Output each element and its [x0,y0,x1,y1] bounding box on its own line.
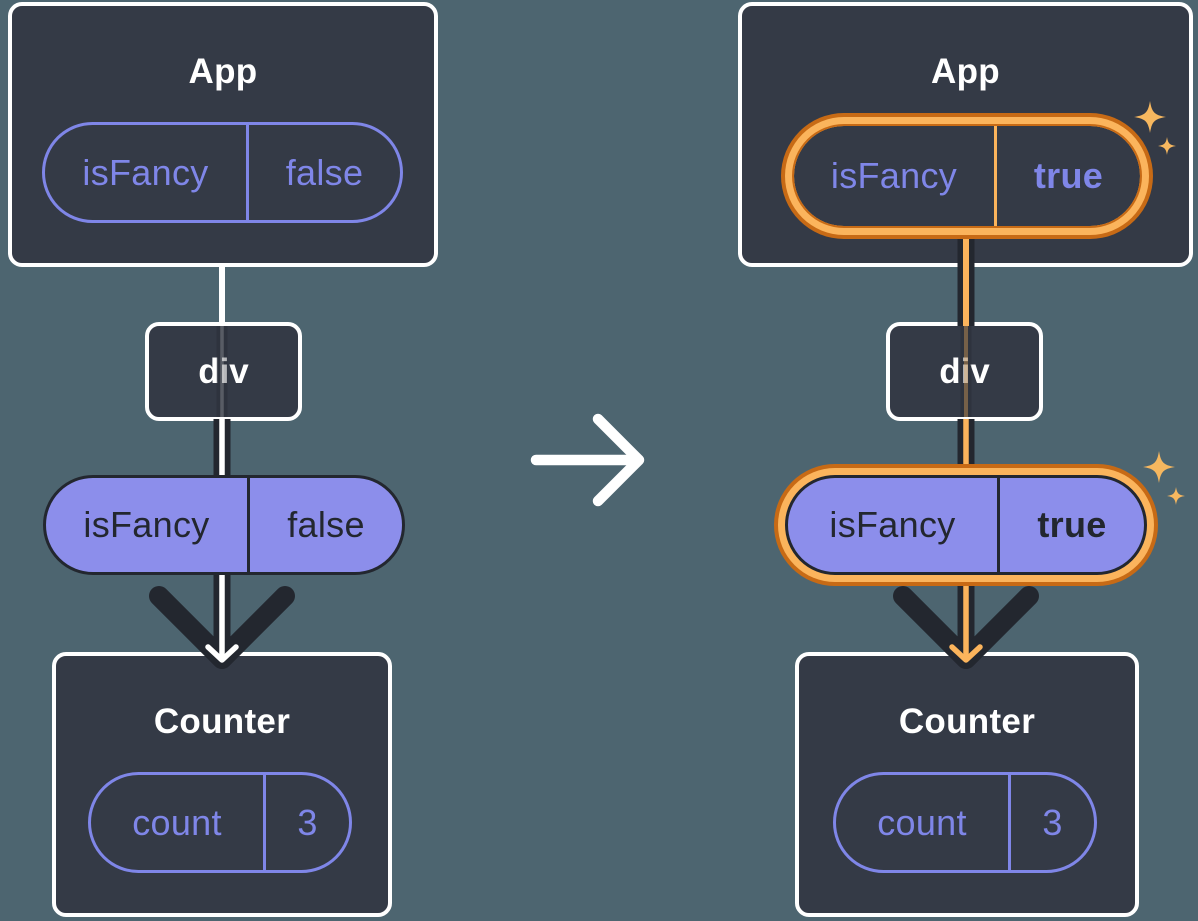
app-title-after: App [931,52,1000,91]
prop-value-label: true [1033,155,1104,196]
counter-title-before: Counter [153,702,291,741]
pill-divider [246,125,249,220]
prop-name-label: isFancy [82,151,209,193]
prop-name-label: isFancy [829,504,956,545]
app-component-box-after: App [738,2,1193,267]
sparkle-small [1167,487,1185,505]
pill-divider [997,478,1000,572]
pill-divider [994,126,997,226]
counter-state-pill-before: count 3 [88,772,352,873]
counter-state-pill-after: count 3 [833,772,1097,873]
passed-prop-pill-after: isFancy true [785,475,1147,575]
counter-title-after: Counter [898,702,1036,741]
div-label-after: div [939,351,990,391]
arrow-right-icon [530,413,645,507]
app-prop-pill-after: isFancy true [794,126,1140,226]
passed-prop-pill-before: isFancy false [43,475,405,575]
state-value-label: 3 [297,801,318,843]
app-title-before: App [188,52,258,91]
prop-value-label: false [287,504,365,545]
prop-value-label: false [285,151,364,193]
state-name-label: count [877,801,967,843]
sparkle-large [1134,101,1166,133]
sparkle-small [1158,137,1176,155]
sparkle-large [1143,451,1175,483]
prop-arrowhead-core-after [949,644,983,663]
sparkles-icon-app-pill [1134,101,1176,155]
app-prop-pill-before: isFancy false [42,122,403,223]
prop-name-label: isFancy [830,155,958,196]
prop-arrowhead-core-before [205,644,239,663]
arrow-right-head [592,413,645,507]
pill-divider [263,775,266,870]
prop-value-label: true [1037,504,1107,545]
pill-divider [1008,775,1011,870]
state-value-label: 3 [1042,801,1063,843]
pill-divider [247,478,250,572]
prop-name-label: isFancy [83,504,210,545]
div-label-before: div [198,351,249,391]
sparkles-icon-passed-pill [1143,451,1185,505]
state-name-label: count [132,801,222,843]
